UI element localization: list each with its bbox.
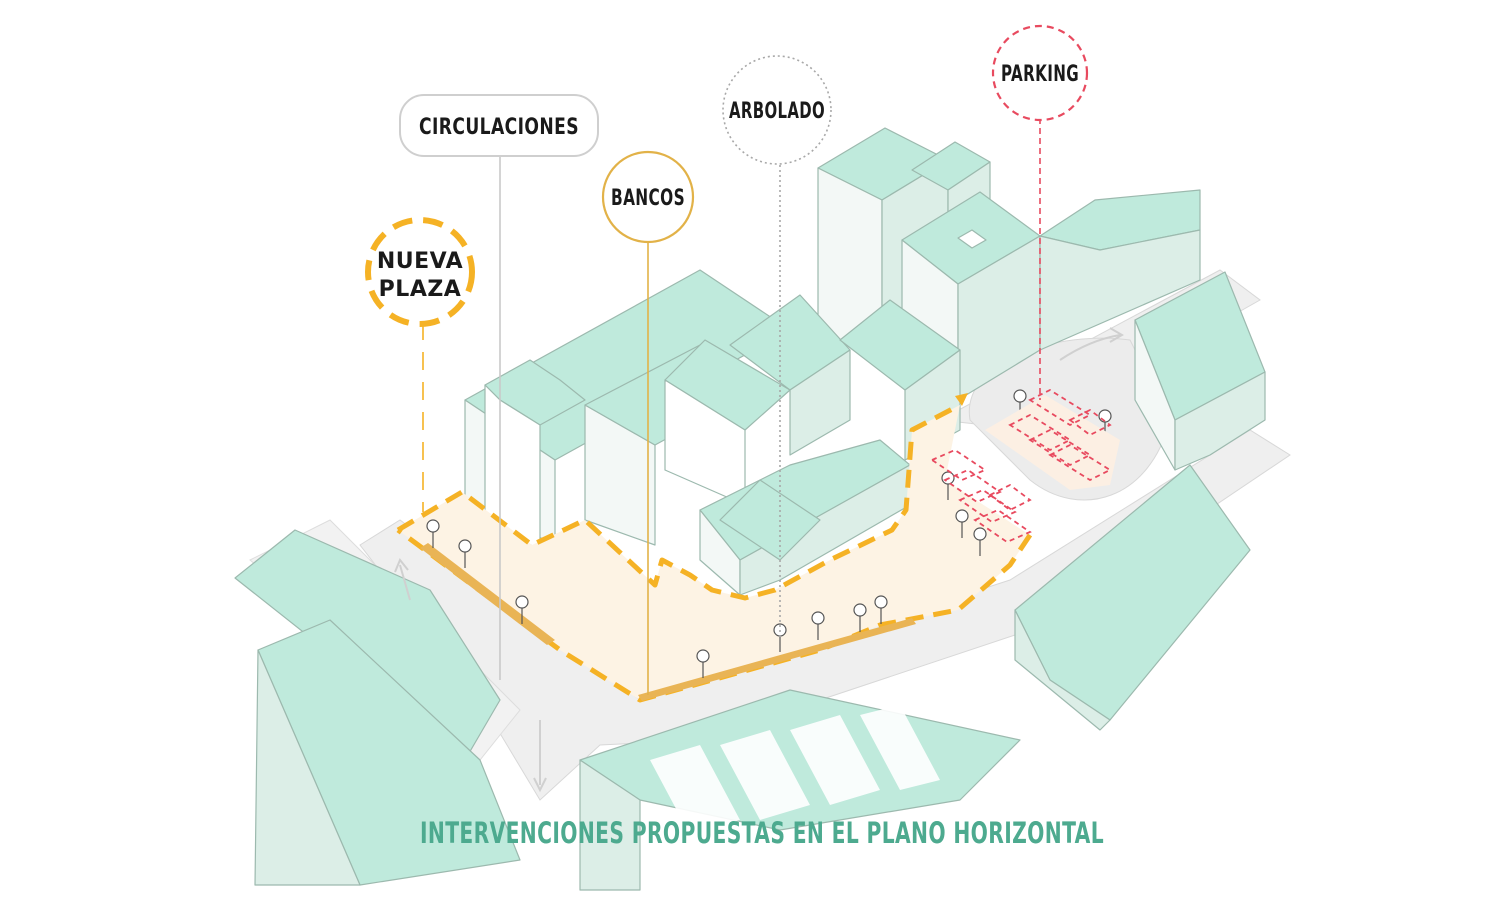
label-arbolado: ARBOLADO bbox=[722, 55, 832, 165]
tree-3 bbox=[515, 595, 529, 624]
building-fg-bottom-stripes bbox=[650, 705, 940, 835]
building-front-hall-side bbox=[739, 464, 911, 596]
building-towers-face bbox=[484, 384, 541, 551]
plaza-fill bbox=[398, 405, 1030, 700]
flow-arrow-icon-bottom bbox=[533, 777, 547, 793]
building-far-right-side bbox=[1174, 371, 1266, 471]
diagram-caption: INTERVENCIONES PROPUESTAS EN EL PLANO HO… bbox=[420, 816, 1104, 850]
tree-10 bbox=[955, 509, 969, 538]
tree-11 bbox=[973, 527, 987, 556]
tree-12 bbox=[1013, 389, 1027, 418]
tree-2 bbox=[458, 539, 472, 568]
nueva-plaza bbox=[396, 393, 1033, 703]
plaza-arrow-icon bbox=[955, 393, 968, 406]
tree-4 bbox=[696, 649, 710, 678]
flow-arrows bbox=[394, 327, 1124, 793]
plaza-outline bbox=[396, 402, 962, 601]
tree-8 bbox=[874, 595, 888, 624]
buildings-foreground bbox=[234, 464, 1251, 891]
building-fg-bottom-face bbox=[579, 759, 641, 891]
benches bbox=[420, 543, 916, 701]
building-courtyard-hole bbox=[957, 229, 987, 249]
trees bbox=[426, 389, 1112, 678]
flow-arrow-right bbox=[1059, 334, 1121, 361]
label-parking-circle bbox=[991, 24, 1089, 122]
flow-arrow-icon-left bbox=[394, 558, 409, 573]
plaza-outline-front bbox=[396, 527, 1033, 703]
tree-7 bbox=[853, 603, 867, 632]
label-arbolado-text: ARBOLADO bbox=[729, 99, 825, 124]
parking-areas bbox=[930, 388, 1120, 544]
label-nueva-plaza-line2: PLAZA bbox=[379, 277, 462, 302]
label-circulaciones-box bbox=[399, 94, 599, 157]
buildings-central bbox=[464, 269, 961, 596]
label-nueva-plaza-circle bbox=[365, 217, 475, 327]
flow-arrow-icon-right bbox=[1109, 327, 1124, 343]
label-circulaciones-text: CIRCULACIONES bbox=[419, 115, 579, 140]
leader-lines bbox=[422, 118, 1041, 695]
parking-lot-upper-fill bbox=[985, 395, 1120, 490]
building-fg-left-face bbox=[254, 649, 361, 886]
label-bancos-text: BANCOS bbox=[611, 186, 685, 211]
bench-front bbox=[638, 618, 916, 701]
building-gable-2-side bbox=[789, 349, 851, 456]
label-nueva-plaza: NUEVA PLAZA bbox=[365, 217, 475, 327]
flow-arrow-left bbox=[399, 564, 411, 601]
tree-1 bbox=[426, 519, 440, 548]
building-fg-right-side bbox=[1014, 609, 1111, 731]
label-parking-text: PARKING bbox=[1001, 62, 1079, 87]
label-parking: PARKING bbox=[991, 24, 1089, 122]
parking-lot-upper bbox=[1008, 388, 1112, 482]
building-front-gable-roof bbox=[719, 479, 821, 561]
tree-6 bbox=[811, 611, 825, 640]
label-arbolado-circle bbox=[722, 55, 832, 165]
label-bancos-circle bbox=[601, 150, 695, 244]
label-nueva-plaza-line1: NUEVA bbox=[377, 249, 463, 274]
label-circulaciones: CIRCULACIONES bbox=[399, 94, 599, 157]
label-bancos: BANCOS bbox=[601, 150, 695, 244]
parking-lot-lower bbox=[930, 448, 1032, 544]
bench-left bbox=[420, 543, 555, 645]
